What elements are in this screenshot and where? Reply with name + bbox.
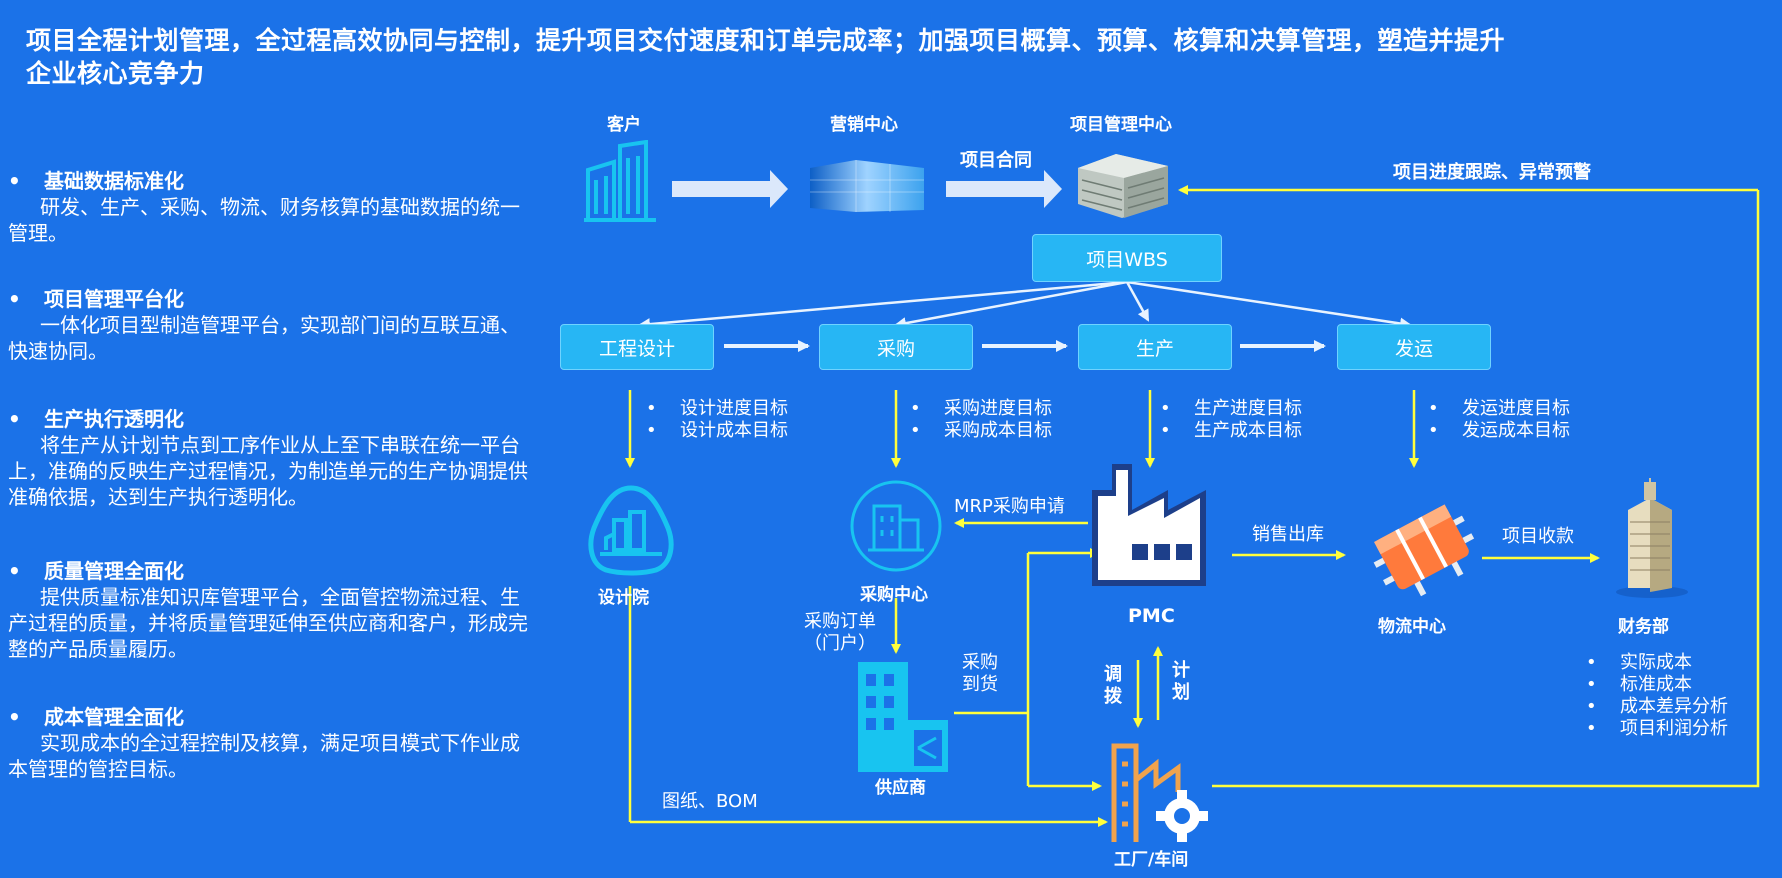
finance-item: 成本差异分析 xyxy=(1586,696,1728,718)
finance-item: 项目利润分析 xyxy=(1586,718,1728,740)
drawings-label: 图纸、BOM xyxy=(662,791,758,812)
node-finance-label: 财务部 xyxy=(1618,617,1669,637)
plan-label-line: 划 xyxy=(1172,682,1190,703)
finance-building-icon xyxy=(1616,478,1688,598)
pm-center-building-icon xyxy=(1078,154,1168,218)
finance-item: 实际成本 xyxy=(1586,652,1728,674)
allocate-label-line: 调 xyxy=(1104,664,1122,685)
supplier-building-icon xyxy=(858,662,948,772)
po-label-line: （门户） xyxy=(804,633,876,654)
node-procurement-center-label: 采购中心 xyxy=(860,585,928,605)
finance-list: 实际成本 标准成本 成本差异分析 项目利润分析 xyxy=(1586,652,1728,740)
purchase-box[interactable]: 采购 xyxy=(819,324,973,370)
node-pmc-label: PMC xyxy=(1128,605,1175,627)
po-label-line: 采购订单 xyxy=(804,611,876,632)
left-item-head: 成本管理全面化 xyxy=(44,705,184,729)
shipping-targets: 发运进度目标 发运成本目标 xyxy=(1428,398,1570,442)
node-logistics-label: 物流中心 xyxy=(1378,617,1446,637)
shipping-box[interactable]: 发运 xyxy=(1337,324,1491,370)
plan-label-line: 计 xyxy=(1172,660,1190,681)
left-item-head: 质量管理全面化 xyxy=(44,559,184,583)
left-item-head: 生产执行透明化 xyxy=(44,407,184,431)
target-item: 生产进度目标 xyxy=(1160,398,1302,420)
yellow-flows xyxy=(625,185,1760,827)
arrival-label-line: 到货 xyxy=(962,674,998,695)
allocate-label: 调 拨 xyxy=(1104,664,1122,708)
left-item-head: 基础数据标准化 xyxy=(44,169,184,193)
target-item: 发运成本目标 xyxy=(1428,420,1570,442)
procurement-center-icon xyxy=(850,480,942,572)
target-item: 设计进度目标 xyxy=(646,398,788,420)
marketing-center-icon xyxy=(810,160,924,212)
node-marketing-label: 营销中心 xyxy=(830,115,898,135)
production-box[interactable]: 生产 xyxy=(1078,324,1232,370)
left-item-body: 将生产从计划节点到工序作业从上至下串联在统一平台上，准确的反映生产过程情况，为制… xyxy=(8,433,528,509)
node-customer-label: 客户 xyxy=(607,115,641,135)
mrp-label: MRP采购申请 xyxy=(954,496,1065,517)
left-item-head: 项目管理平台化 xyxy=(44,287,184,311)
tracking-label: 项目进度跟踪、异常预警 xyxy=(1393,162,1591,183)
node-pm-center-label: 项目管理中心 xyxy=(1070,115,1172,135)
node-supplier-label: 供应商 xyxy=(875,778,926,798)
logistics-center-icon xyxy=(1373,504,1475,597)
plan-label: 计 划 xyxy=(1172,660,1190,704)
left-item-transparency: •生产执行透明化 将生产从计划节点到工序作业从上至下串联在统一平台上，准确的反映… xyxy=(8,407,528,509)
arrow-marketing-to-pm xyxy=(946,170,1062,208)
page-title: 项目全程计划管理，全过程高效协同与控制，提升项目交付速度和订单完成率；加强项目概… xyxy=(26,26,1506,88)
target-item: 设计成本目标 xyxy=(646,420,788,442)
po-label: 采购订单 （门户） xyxy=(804,611,876,655)
design-institute-icon xyxy=(588,485,674,576)
left-item-body: 提供质量标准知识库管理平台，全面管控物流过程、生产过程的质量，并将质量管理延伸至… xyxy=(8,585,528,661)
sales-out-label: 销售出库 xyxy=(1252,524,1324,545)
node-design-institute-label: 设计院 xyxy=(598,588,649,608)
design-targets: 设计进度目标 设计成本目标 xyxy=(646,398,788,442)
engineering-box[interactable]: 工程设计 xyxy=(560,324,714,370)
left-item-quality: •质量管理全面化 提供质量标准知识库管理平台，全面管控物流过程、生产过程的质量，… xyxy=(8,559,528,661)
allocate-label-line: 拨 xyxy=(1104,686,1122,707)
finance-item: 标准成本 xyxy=(1586,674,1728,696)
arrival-label: 采购 到货 xyxy=(962,652,998,696)
left-item-basic-data: •基础数据标准化 研发、生产、采购、物流、财务核算的基础数据的统一管理。 xyxy=(8,168,528,246)
wbs-fanout xyxy=(638,280,1412,331)
factory-workshop-icon xyxy=(1111,743,1208,842)
production-targets: 生产进度目标 生产成本目标 xyxy=(1160,398,1302,442)
left-item-body: 实现成本的全过程控制及核算，满足项目模式下作业成本管理的管控目标。 xyxy=(8,731,520,781)
customer-building-icon xyxy=(584,140,656,222)
arrival-label-line: 采购 xyxy=(962,652,998,673)
target-item: 生产成本目标 xyxy=(1160,420,1302,442)
left-item-body: 研发、生产、采购、物流、财务核算的基础数据的统一管理。 xyxy=(8,195,520,245)
wbs-box[interactable]: 项目WBS xyxy=(1032,234,1222,282)
collection-label: 项目收款 xyxy=(1502,526,1574,547)
purchase-targets: 采购进度目标 采购成本目标 xyxy=(910,398,1052,442)
node-factory-label: 工厂/车间 xyxy=(1114,850,1189,870)
left-item-platform: •项目管理平台化 一体化项目型制造管理平台，实现部门间的互联互通、快速协同。 xyxy=(8,286,528,364)
contract-label: 项目合同 xyxy=(960,150,1032,171)
target-item: 采购成本目标 xyxy=(910,420,1052,442)
arrow-customer-to-marketing xyxy=(672,170,788,208)
pmc-factory-icon xyxy=(1092,464,1206,586)
left-item-cost: •成本管理全面化 实现成本的全过程控制及核算，满足项目模式下作业成本管理的管控目… xyxy=(8,704,528,782)
target-item: 采购进度目标 xyxy=(910,398,1052,420)
target-item: 发运进度目标 xyxy=(1428,398,1570,420)
left-item-body: 一体化项目型制造管理平台，实现部门间的互联互通、快速协同。 xyxy=(8,313,520,363)
